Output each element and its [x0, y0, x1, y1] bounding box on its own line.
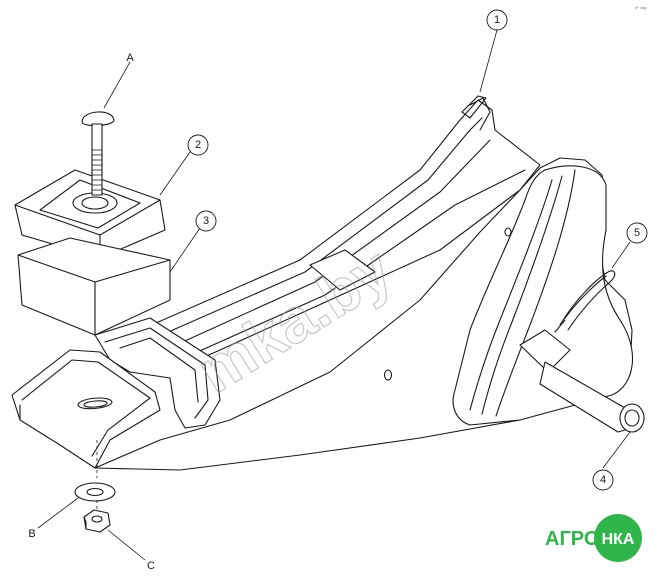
- spring-clip: [554, 270, 616, 333]
- callout-1-label: 1: [494, 14, 500, 26]
- logo-circle: [594, 514, 642, 562]
- pivot-pin: [519, 329, 645, 433]
- rubber-block: [17, 237, 171, 336]
- callout-5-label: 5: [634, 227, 640, 239]
- label-b: B: [28, 528, 35, 540]
- callout-5: 5: [626, 222, 648, 244]
- logo-text-left: АГРО: [545, 528, 599, 550]
- callout-3-label: 3: [203, 215, 209, 227]
- label-a: A: [126, 52, 134, 64]
- callout-2: 2: [187, 134, 209, 156]
- hex-nut: [83, 509, 111, 533]
- carriage-bolt: [81, 111, 115, 196]
- corner-mark: #* vag: [635, 5, 646, 10]
- logo-text-right: НКА: [602, 531, 635, 548]
- label-c: C: [147, 560, 155, 572]
- leader-lines: [37, 29, 631, 561]
- callout-3: 3: [195, 210, 217, 232]
- callout-1: 1: [486, 9, 508, 31]
- callout-4-label: 4: [600, 474, 606, 486]
- washer: [74, 482, 116, 502]
- callout-2-label: 2: [195, 139, 201, 151]
- agronka-logo: АГРО НКА: [545, 514, 642, 562]
- main-frame: [11, 95, 633, 471]
- callout-4: 4: [592, 469, 614, 491]
